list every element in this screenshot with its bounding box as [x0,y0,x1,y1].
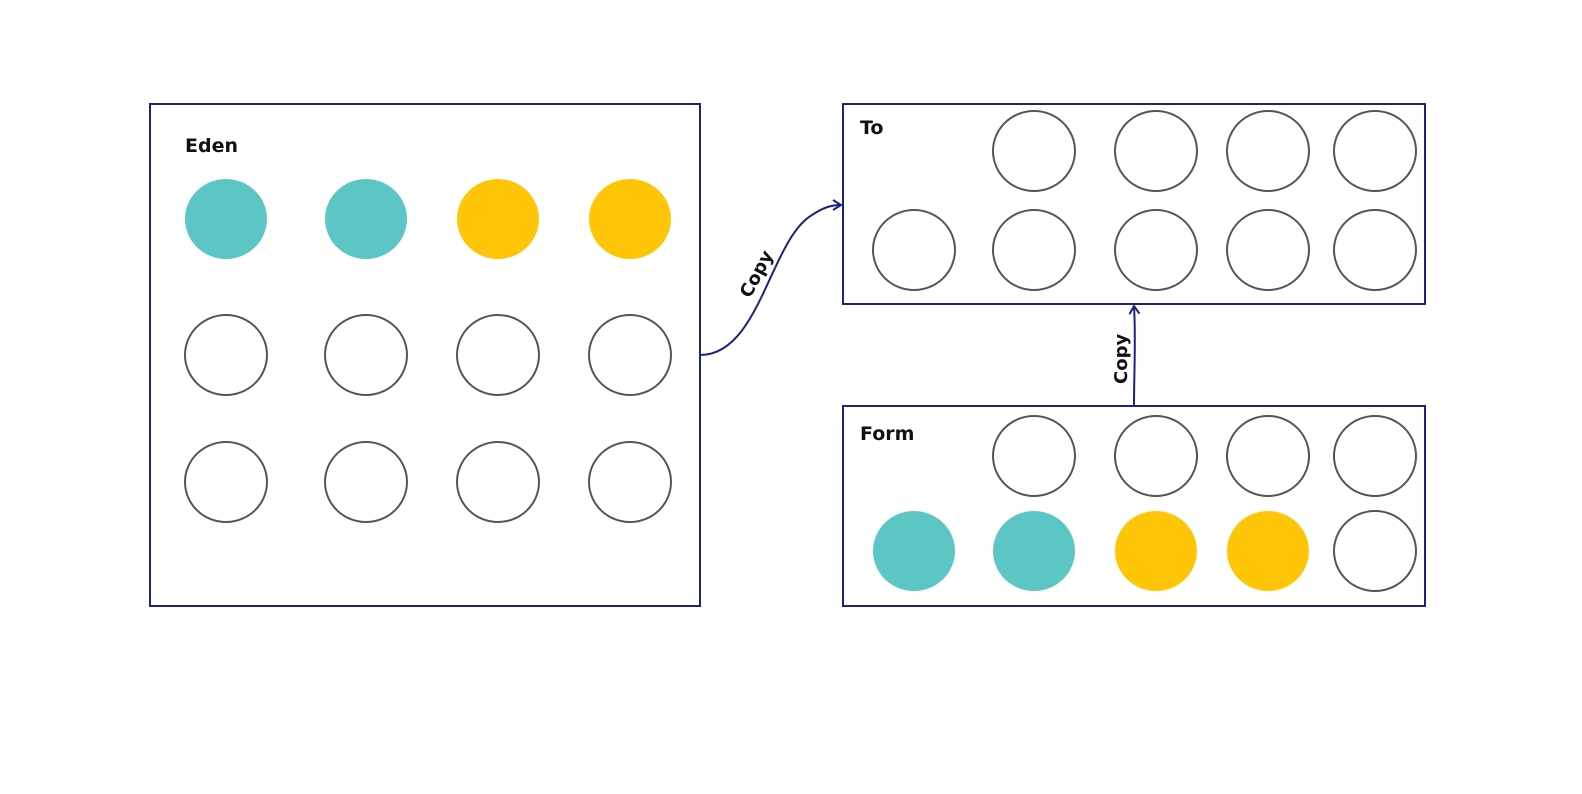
form-slot-empty [1114,415,1198,497]
to-slot-empty [992,110,1076,192]
to-slot-empty [872,209,956,291]
form-slot-empty [1333,510,1417,592]
eden-box: Eden [149,103,701,607]
eden-slot-teal [185,179,267,259]
form-slot-empty [1333,415,1417,497]
to-slot-empty [1226,209,1310,291]
form-slot-empty [992,415,1076,497]
form-to-arrow-label: Copy [1111,334,1132,384]
eden-slot-empty [456,441,540,523]
eden-slot-empty [184,314,268,396]
to-box: To [842,103,1426,305]
to-box-border [842,103,1426,305]
to-slot-empty [1114,209,1198,291]
eden-box-label: Eden [185,135,238,157]
eden-slot-teal [325,179,407,259]
eden-slot-empty [456,314,540,396]
eden-slot-empty [324,441,408,523]
eden-to-arrow: Copy [699,199,843,356]
eden-slot-empty [588,441,672,523]
eden-slot-yellow [589,179,671,259]
to-slot-empty [1226,110,1310,192]
eden-slots [184,179,672,523]
eden-to-arrow-line [699,199,843,356]
eden-slot-empty [184,441,268,523]
form-box-label: Form [860,423,914,445]
eden-slot-empty [588,314,672,396]
form-slots [873,415,1417,592]
form-slot-teal [993,511,1075,591]
eden-slot-empty [324,314,408,396]
eden-slot-yellow [457,179,539,259]
to-slot-empty [1333,209,1417,291]
to-slot-empty [992,209,1076,291]
form-slot-empty [1226,415,1310,497]
to-box-label: To [860,117,884,139]
to-slots [872,110,1417,291]
form-box: Form [842,405,1426,607]
form-slot-teal [873,511,955,591]
to-slot-empty [1114,110,1198,192]
form-to-arrow-line [1128,304,1141,407]
form-slot-yellow [1227,511,1309,591]
form-slot-yellow [1115,511,1197,591]
to-slot-empty [1333,110,1417,192]
form-to-arrow: Copy [1111,304,1141,407]
